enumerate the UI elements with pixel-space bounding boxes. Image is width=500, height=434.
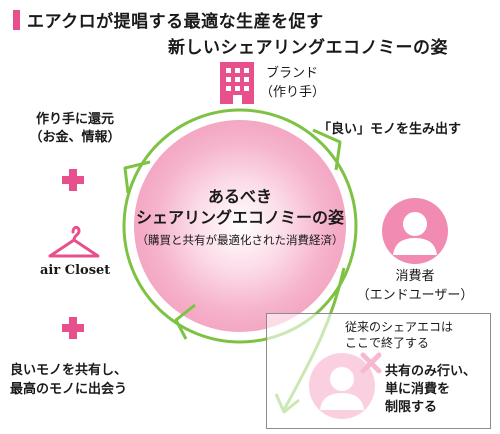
consumer-label: 消費者 [395, 269, 435, 284]
air-closet-logo: air Closet [40, 263, 111, 278]
consumer-sublabel: （エンドユーザー） [356, 288, 474, 303]
old-model-bad-line3: 制限する [385, 400, 438, 415]
arrowhead-bottom-icon [174, 303, 196, 340]
old-model-bad-line1: 共有のみ行い、 [385, 364, 477, 379]
brand-sublabel: （作り手） [260, 85, 326, 100]
brand-label: ブランド [266, 66, 319, 81]
center-glow [134, 120, 346, 332]
consumer-person-icon [382, 198, 448, 264]
page-title-line1: エアクロが提唱する最適な生産を促す [27, 12, 324, 32]
return-sublabel: （お金、情報） [29, 130, 121, 145]
produce-label: 「良い」モノを生み出す [318, 122, 462, 137]
building-icon [220, 62, 254, 104]
page-title-line2: 新しいシェアリングエコノミーの姿 [168, 38, 448, 58]
share-label: 良いモノを共有し、 [10, 363, 128, 378]
plus-icon-bottom [62, 317, 84, 339]
arrowhead-left-icon [123, 160, 151, 194]
cycle-ring [122, 108, 358, 344]
old-model-bad-line2: 単に消費を [385, 382, 451, 397]
center-title-line2: シェアリングエコノミーの姿 [135, 208, 344, 227]
center-subtitle: （購買と共有が最適化された消費経済） [136, 233, 344, 247]
title-accent-bar [13, 10, 20, 30]
return-label: 作り手に還元 [35, 112, 114, 127]
old-model-note-line1: 従来のシェアエコは [345, 320, 454, 334]
old-model-note-line2: ここで終了する [345, 336, 430, 350]
arrowhead-right-icon [312, 128, 342, 171]
hanger-icon [48, 225, 100, 258]
center-title-line1: あるべき [207, 187, 272, 206]
share-sublabel: 最高のモノに出会う [10, 382, 128, 397]
plus-icon-top [62, 169, 84, 191]
old-model-box [266, 313, 491, 429]
